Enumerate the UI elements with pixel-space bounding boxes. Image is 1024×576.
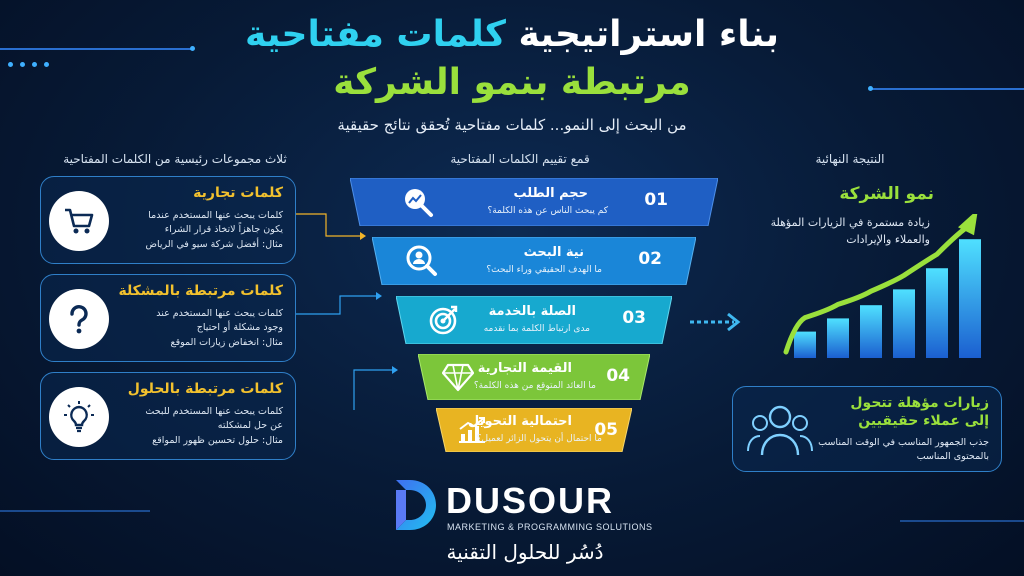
card-line: كلمات يبحث عنها المستخدم عندما bbox=[148, 210, 283, 221]
search-user-icon bbox=[400, 243, 444, 279]
brand-arabic-name: دُسُر للحلول التقنية bbox=[446, 540, 604, 564]
question-mark-icon bbox=[49, 289, 109, 349]
qualified-visits-card: زيارات مؤهلة تتحول إلى عملاء حقيقيين جذب… bbox=[732, 386, 1002, 472]
card-line: كلمات يبحث عنها المستخدم للبحث bbox=[145, 406, 283, 417]
decor-dot bbox=[20, 62, 25, 67]
funnel-step-number: 04 bbox=[606, 366, 630, 386]
card-line: عن حل لمشكلته bbox=[217, 420, 283, 431]
card-line: مثال: حلول تحسين ظهور المواقع bbox=[152, 435, 283, 446]
funnel-step-subtitle: ما احتمال أن يتحول الزائر لعميل؟ bbox=[476, 434, 602, 444]
diamond-icon bbox=[436, 359, 480, 395]
funnel-step-subtitle: ما العائد المتوقع من هذه الكلمة؟ bbox=[473, 381, 596, 391]
card-title: إلى عملاء حقيقيين bbox=[858, 413, 989, 429]
decor-dot bbox=[190, 46, 195, 51]
connector-arrowhead bbox=[360, 232, 366, 240]
page-title-line2: مرتبطة بنمو الشركة bbox=[333, 62, 691, 103]
growth-bar bbox=[893, 289, 915, 358]
funnel-step-title: احتمالية التحويل bbox=[468, 414, 572, 429]
shopping-cart-icon bbox=[49, 191, 109, 251]
funnel-step-number: 01 bbox=[644, 190, 668, 210]
funnel-band-shape bbox=[372, 237, 696, 285]
growth-bar bbox=[926, 268, 948, 358]
card-desc-line: بالمحتوى المناسب bbox=[916, 451, 989, 462]
brand-logo-mark bbox=[392, 478, 438, 536]
brand-name: DUSOUR bbox=[446, 480, 615, 521]
funnel-step-2: نية البحث ما الهدف الحقيقي وراء البحث؟ 0… bbox=[372, 237, 696, 285]
funnel-step-title: حجم الطلب bbox=[513, 186, 588, 201]
funnel-step-subtitle: ما الهدف الحقيقي وراء البحث؟ bbox=[486, 265, 602, 275]
decor-line-right bbox=[872, 88, 1024, 90]
result-title: نمو الشركة bbox=[839, 184, 934, 204]
keyword-group-card-problem: كلمات مرتبطة بالمشكلة كلمات يبحث عنها ال… bbox=[40, 274, 296, 362]
funnel-band-shape bbox=[396, 296, 672, 344]
card-desc-line: جذب الجمهور المناسب في الوقت المناسب bbox=[818, 437, 989, 448]
card-title: كلمات مرتبطة بالمشكلة bbox=[118, 283, 283, 299]
decor-line-left bbox=[0, 48, 192, 50]
card-line: مثال: انخفاض زيارات الموقع bbox=[170, 337, 283, 348]
card-title: زيارات مؤهلة تتحول bbox=[850, 395, 989, 411]
result-heading: النتيجة النهائية bbox=[815, 152, 885, 166]
funnel-step-title: الصلة بالخدمة bbox=[488, 304, 576, 319]
decor-line-bottom-right bbox=[900, 520, 1024, 522]
card-title: كلمات تجارية bbox=[193, 185, 283, 201]
arrow-right-icon bbox=[690, 312, 741, 332]
decor-dot bbox=[32, 62, 37, 67]
card-title: كلمات مرتبطة بالحلول bbox=[127, 381, 283, 397]
funnel-step-number: 03 bbox=[622, 308, 646, 328]
card-line: مثال: أفضل شركة سيو في الرياض bbox=[145, 239, 283, 250]
result-desc-line: والعملاء والإيرادات bbox=[846, 233, 930, 246]
target-icon bbox=[422, 302, 466, 338]
funnel-step-3: الصلة بالخدمة مدى ارتباط الكلمة بما نقدم… bbox=[396, 296, 672, 344]
decor-dot bbox=[8, 62, 13, 67]
funnel-step-subtitle: كم يبحث الناس عن هذه الكلمة؟ bbox=[487, 206, 608, 216]
brand-tagline: MARKETING & PROGRAMMING SOLUTIONS bbox=[447, 522, 653, 532]
title-white-part: بناء استراتيجية bbox=[518, 14, 779, 55]
funnel-band-shape bbox=[418, 354, 650, 400]
page-subtitle: من البحث إلى النمو... كلمات مفتاحية تُحق… bbox=[337, 116, 687, 134]
connector-arrows bbox=[296, 213, 398, 410]
growth-bar bbox=[827, 318, 849, 358]
growth-trend-line bbox=[783, 222, 973, 355]
connector-line bbox=[296, 213, 360, 237]
decor-dot bbox=[868, 86, 873, 91]
keyword-group-card-solution: كلمات مرتبطة بالحلول كلمات يبحث عنها الم… bbox=[40, 372, 296, 460]
growth-bar bbox=[959, 239, 981, 358]
keyword-group-card-commercial: كلمات تجارية كلمات يبحث عنها المستخدم عن… bbox=[40, 176, 296, 264]
decor-dot bbox=[44, 62, 49, 67]
team-icon bbox=[747, 401, 813, 461]
funnel-band-shape bbox=[350, 178, 718, 226]
growth-bar-chart bbox=[783, 214, 981, 358]
card-line: يكون جاهزاً لاتخاذ قرار الشراء bbox=[164, 224, 283, 235]
connector-arrowhead bbox=[392, 366, 398, 374]
funnel-step-number: 05 bbox=[594, 420, 618, 440]
funnel-step-5: احتمالية التحويل ما احتمال أن يتحول الزا… bbox=[436, 408, 632, 456]
funnel-heading: قمع تقييم الكلمات المفتاحية bbox=[450, 152, 590, 166]
growth-bar bbox=[794, 331, 816, 358]
magnifier-chart-icon bbox=[396, 184, 440, 220]
connector-line bbox=[296, 295, 376, 315]
funnel-step-title: القيمة التجارية bbox=[477, 361, 572, 376]
title-cyan-part: كلمات مفتاحية bbox=[245, 14, 506, 55]
funnel-step-1: حجم الطلب كم يبحث الناس عن هذه الكلمة؟ 0… bbox=[350, 178, 718, 226]
lightbulb-icon bbox=[49, 387, 109, 447]
growth-chart-icon bbox=[450, 412, 494, 448]
funnel-step-number: 02 bbox=[638, 249, 662, 269]
connector-arrowhead bbox=[376, 292, 382, 300]
result-desc-line: زيادة مستمرة في الزيارات المؤهلة bbox=[770, 216, 930, 229]
funnel-step-4: القيمة التجارية ما العائد المتوقع من هذه… bbox=[418, 354, 650, 402]
left-section-heading: ثلاث مجموعات رئيسية من الكلمات المفتاحية bbox=[63, 152, 287, 166]
decor-line-bottom-left bbox=[0, 510, 150, 512]
connector-line bbox=[353, 369, 392, 410]
funnel-step-subtitle: مدى ارتباط الكلمة بما نقدمه bbox=[483, 324, 590, 334]
growth-arrowhead bbox=[958, 214, 978, 236]
page-title-line1: بناء استراتيجية كلمات مفتاحية bbox=[0, 14, 1024, 55]
card-line: كلمات يبحث عنها المستخدم عند bbox=[156, 308, 283, 319]
funnel-step-title: نية البحث bbox=[523, 245, 584, 260]
growth-bar bbox=[860, 305, 882, 358]
card-line: وجود مشكلة أو احتياج bbox=[196, 322, 283, 333]
